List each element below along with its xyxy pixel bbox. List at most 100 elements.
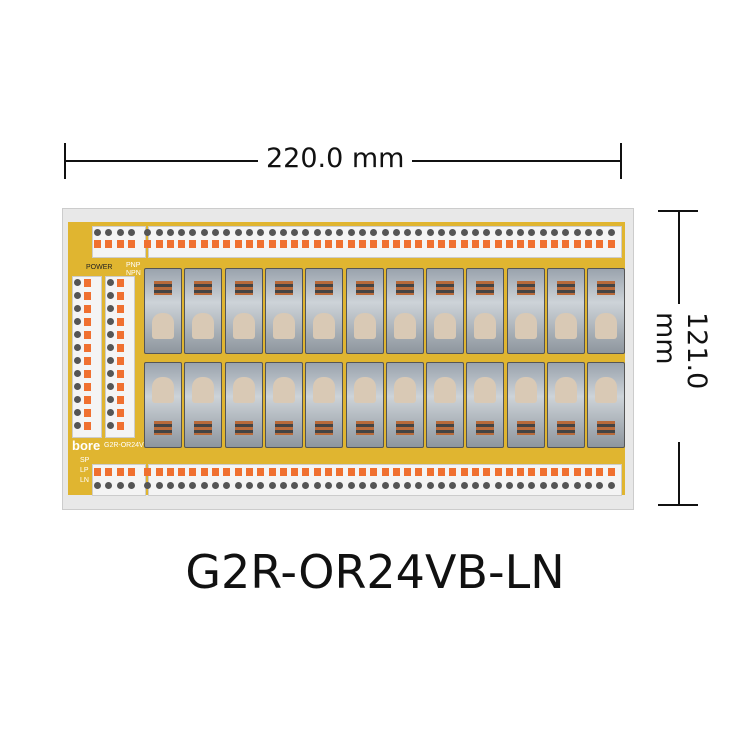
terminal-hole xyxy=(234,482,242,489)
terminal-hole xyxy=(144,482,152,489)
terminal-lever xyxy=(539,240,547,248)
terminal-hole xyxy=(189,482,197,489)
terminal-lever xyxy=(483,240,491,248)
terminal-hole xyxy=(449,482,457,489)
terminal-lever xyxy=(370,240,378,248)
option-ln: LN xyxy=(80,477,89,484)
terminal-hole xyxy=(347,482,355,489)
terminal-hole xyxy=(107,344,114,351)
terminal-hole xyxy=(528,482,536,489)
terminal-lever xyxy=(189,240,197,248)
terminal-hole xyxy=(74,344,81,351)
terminal-hole xyxy=(223,229,231,236)
terminal-lever xyxy=(84,383,91,391)
terminal-lever xyxy=(539,468,547,476)
terminal-lever xyxy=(313,468,321,476)
terminal-lever xyxy=(404,240,412,248)
terminal-lever xyxy=(166,468,174,476)
terminal-lever xyxy=(471,468,479,476)
terminal-lever xyxy=(144,240,152,248)
terminal-hole xyxy=(107,396,114,403)
terminal-lever xyxy=(234,240,242,248)
relay-coil xyxy=(434,313,457,339)
terminal-hole xyxy=(302,229,310,236)
terminal-lever xyxy=(84,318,91,326)
relay xyxy=(426,268,465,354)
terminal-lever xyxy=(573,468,581,476)
terminal-hole xyxy=(313,229,321,236)
terminal-hole xyxy=(358,482,366,489)
model-print: G2R-OR24VB xyxy=(104,442,149,449)
relay xyxy=(466,362,505,448)
terminal-lever xyxy=(596,468,604,476)
relay xyxy=(587,362,626,448)
terminal-hole xyxy=(155,482,163,489)
terminal-hole xyxy=(562,482,570,489)
terminal-lever xyxy=(415,240,423,248)
relay-contacts xyxy=(597,281,616,295)
relay-coil xyxy=(272,313,295,339)
relay-coil xyxy=(393,377,416,403)
terminal-lever xyxy=(426,468,434,476)
terminal-lever xyxy=(483,468,491,476)
terminal-hole xyxy=(313,482,321,489)
terminal-hole xyxy=(257,229,265,236)
terminal-lever xyxy=(117,305,124,313)
terminal-lever xyxy=(584,468,592,476)
terminal-hole xyxy=(268,482,276,489)
relay-contacts xyxy=(154,421,172,435)
terminal-hole xyxy=(370,482,378,489)
relay-contacts xyxy=(476,421,495,435)
relay xyxy=(345,362,384,448)
terminal-lever xyxy=(178,240,186,248)
terminal-lever xyxy=(117,318,124,326)
terminal-lever xyxy=(415,468,423,476)
terminal-lever xyxy=(268,240,276,248)
relay-coil xyxy=(313,377,336,403)
terminal-lever xyxy=(562,240,570,248)
terminal-hole xyxy=(200,229,208,236)
terminal-hole xyxy=(426,229,434,236)
height-dim-tick-top xyxy=(658,210,698,212)
relay xyxy=(385,362,424,448)
terminal-hole xyxy=(245,229,253,236)
relay-coil xyxy=(152,377,174,403)
brand-print: bore xyxy=(72,438,101,453)
terminal-hole xyxy=(74,422,81,429)
terminal-hole xyxy=(116,482,124,489)
relay xyxy=(426,362,465,448)
terminal-lever xyxy=(336,468,344,476)
terminal-lever xyxy=(426,240,434,248)
terminal-hole xyxy=(358,229,366,236)
terminal-hole xyxy=(279,229,287,236)
terminal-lever xyxy=(144,468,152,476)
terminal-lever xyxy=(291,468,299,476)
terminal-lever xyxy=(438,240,445,248)
terminal-hole xyxy=(325,229,332,236)
terminal-hole xyxy=(584,229,592,236)
relay-contacts xyxy=(516,281,535,295)
terminal-hole xyxy=(471,229,479,236)
terminal-lever xyxy=(223,468,231,476)
width-dimension-label: 220.0 mm xyxy=(258,143,413,174)
terminal-lever xyxy=(381,240,389,248)
terminal-hole xyxy=(74,370,81,377)
terminal-lever xyxy=(212,468,219,476)
relay xyxy=(506,268,545,354)
relay-coil xyxy=(313,313,336,339)
relay xyxy=(144,268,182,354)
relay-contacts xyxy=(557,281,575,295)
terminal-hole xyxy=(74,357,81,364)
terminal-lever xyxy=(607,468,615,476)
relay-contacts xyxy=(436,421,455,435)
relay-coil xyxy=(393,313,416,339)
relay-contacts xyxy=(436,281,455,295)
terminal-lever xyxy=(117,370,124,378)
relay-coil xyxy=(555,377,577,403)
terminal-hole xyxy=(325,482,332,489)
terminal-hole xyxy=(505,229,513,236)
terminal-lever xyxy=(268,468,276,476)
terminal-hole xyxy=(127,482,135,489)
terminal-lever xyxy=(517,240,525,248)
terminal-lever xyxy=(84,409,91,417)
